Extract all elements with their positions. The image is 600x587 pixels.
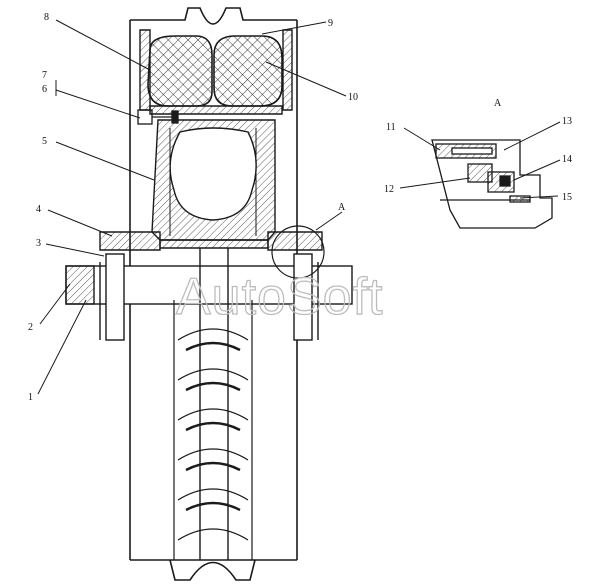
label-7: 7	[42, 70, 47, 81]
label-4: 4	[36, 204, 41, 215]
detail-a-view	[431, 139, 553, 229]
detail-circle-a	[271, 225, 325, 279]
label-9: 9	[328, 18, 333, 29]
central-hub	[151, 119, 276, 241]
label-2: 2	[28, 322, 33, 333]
label-15: 15	[562, 192, 572, 203]
label-11: 11	[386, 122, 396, 133]
shaft	[65, 248, 353, 560]
label-13: 13	[562, 116, 572, 127]
label-5: 5	[42, 136, 47, 147]
label-10: 10	[348, 92, 358, 103]
label-3: 3	[36, 238, 41, 249]
leader-lines	[37, 19, 561, 395]
detail-marker-a: A	[338, 202, 346, 213]
watermark: AutoSoft	[176, 268, 383, 326]
part-labels: 8 9 7 6 10 5 4 3 2 1 A A 11 13 14 12 15	[28, 12, 572, 403]
track-groove	[173, 300, 253, 560]
seal-rings	[147, 35, 283, 107]
detail-title-a: A	[494, 98, 502, 109]
flange	[99, 231, 323, 251]
label-14: 14	[562, 154, 572, 165]
label-6: 6	[42, 84, 47, 95]
label-1: 1	[28, 392, 33, 403]
seal-housing	[139, 29, 293, 115]
label-8: 8	[44, 12, 49, 23]
label-12: 12	[384, 184, 394, 195]
